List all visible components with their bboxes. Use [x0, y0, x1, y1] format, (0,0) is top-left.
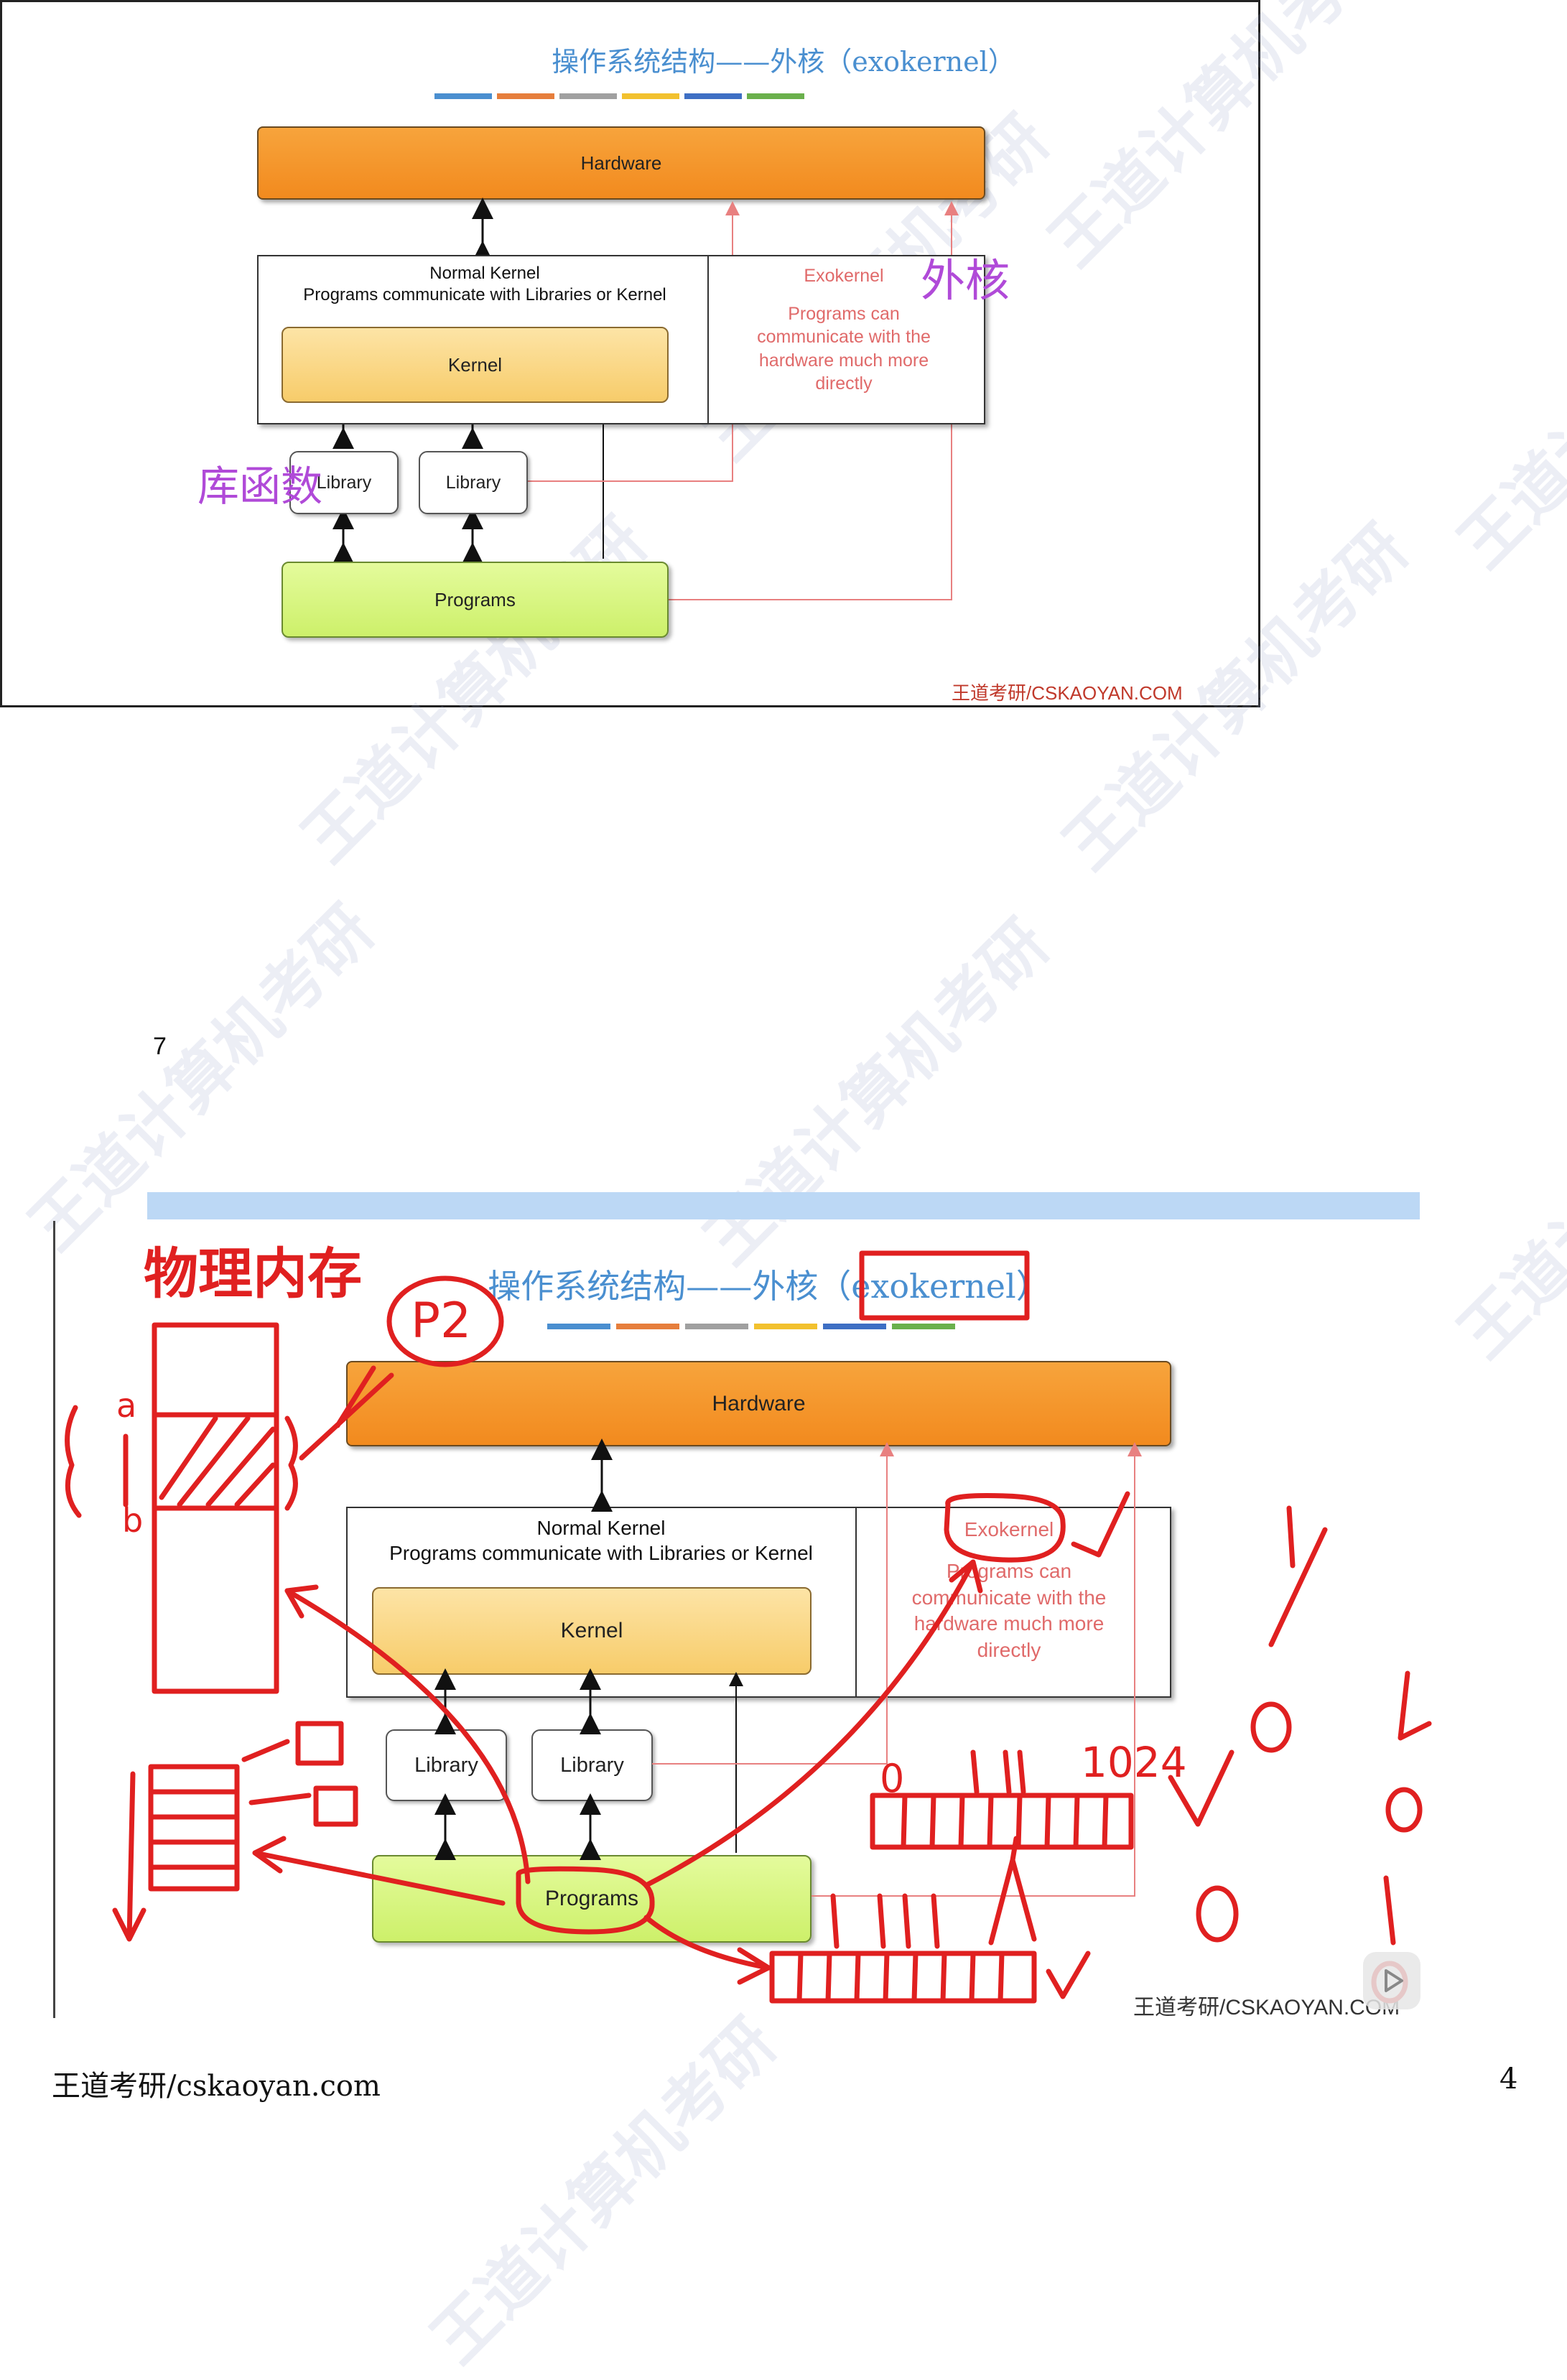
library-box: Library [289, 451, 399, 514]
normal-kernel-title: Normal Kernel Programs communicate with … [303, 264, 666, 305]
handwritten-b-note: b [122, 1501, 144, 1540]
library-box: Library [419, 451, 528, 514]
handwritten-p2-note: P2 [411, 1293, 472, 1349]
handwritten-exokernel-note: 外核 [921, 254, 1010, 307]
title-colorbar [559, 93, 617, 99]
slide-credit: 王道考研/CSKAOYAN.COM [1133, 1996, 1400, 2019]
slide-left-border [53, 1221, 55, 2018]
title-colorbar [892, 1324, 955, 1329]
title-colorbar [616, 1324, 679, 1329]
title-colorbar [684, 93, 742, 99]
slide-1: 操作系统结构——外核（exokernel） Hardware Normal Ke… [0, 0, 1260, 707]
play-icon[interactable] [1363, 1952, 1420, 2009]
footer-source: 王道考研/cskaoyan.com [52, 2070, 381, 2103]
exokernel-text: Exokernel Programs can communicate with … [911, 1518, 1107, 1661]
handwritten-a-note: a [116, 1386, 137, 1425]
slide-number: 7 [153, 1033, 167, 1060]
title-colorbar [434, 93, 492, 99]
hardware-label: Hardware [580, 152, 662, 174]
kernel-box: Kernel [372, 1587, 812, 1675]
title-colorbar [497, 93, 554, 99]
slide-credit: 王道考研/CSKAOYAN.COM [952, 682, 1183, 704]
page-number: 4 [1499, 2063, 1518, 2096]
title-colorbar [754, 1324, 817, 1329]
programs-box: Programs [372, 1855, 812, 1943]
title-colorbar [747, 93, 804, 99]
exokernel-text: Exokernel Programs can communicate with … [757, 266, 931, 394]
hardware-box: Hardware [257, 126, 985, 200]
title-colorbar [685, 1324, 748, 1329]
hardware-box: Hardware [346, 1361, 1171, 1446]
title-colorbar [823, 1324, 886, 1329]
programs-box: Programs [282, 562, 669, 638]
slide-title: 操作系统结构——外核（exokernel） [488, 1267, 1049, 1306]
handwritten-library-note: 库函数 [197, 462, 323, 511]
slide-top-band [147, 1192, 1420, 1219]
normal-kernel-title: Normal Kernel Programs communicate with … [389, 1517, 813, 1564]
kernel-box: Kernel [282, 327, 669, 403]
handwritten-0-note: 0 [880, 1756, 905, 1801]
handwritten-1024-note: 1024 [1081, 1738, 1187, 1787]
slide-2: 操作系统结构——外核（exokernel） Hardware Normal Ke… [65, 1242, 1432, 2019]
handwritten-memory-note: 物理内存 [144, 1242, 362, 1306]
title-colorbar [622, 93, 679, 99]
title-colorbar [547, 1324, 610, 1329]
slide-title: 操作系统结构——外核（exokernel） [552, 46, 1015, 78]
annotation-layer [65, 1250, 1432, 2004]
